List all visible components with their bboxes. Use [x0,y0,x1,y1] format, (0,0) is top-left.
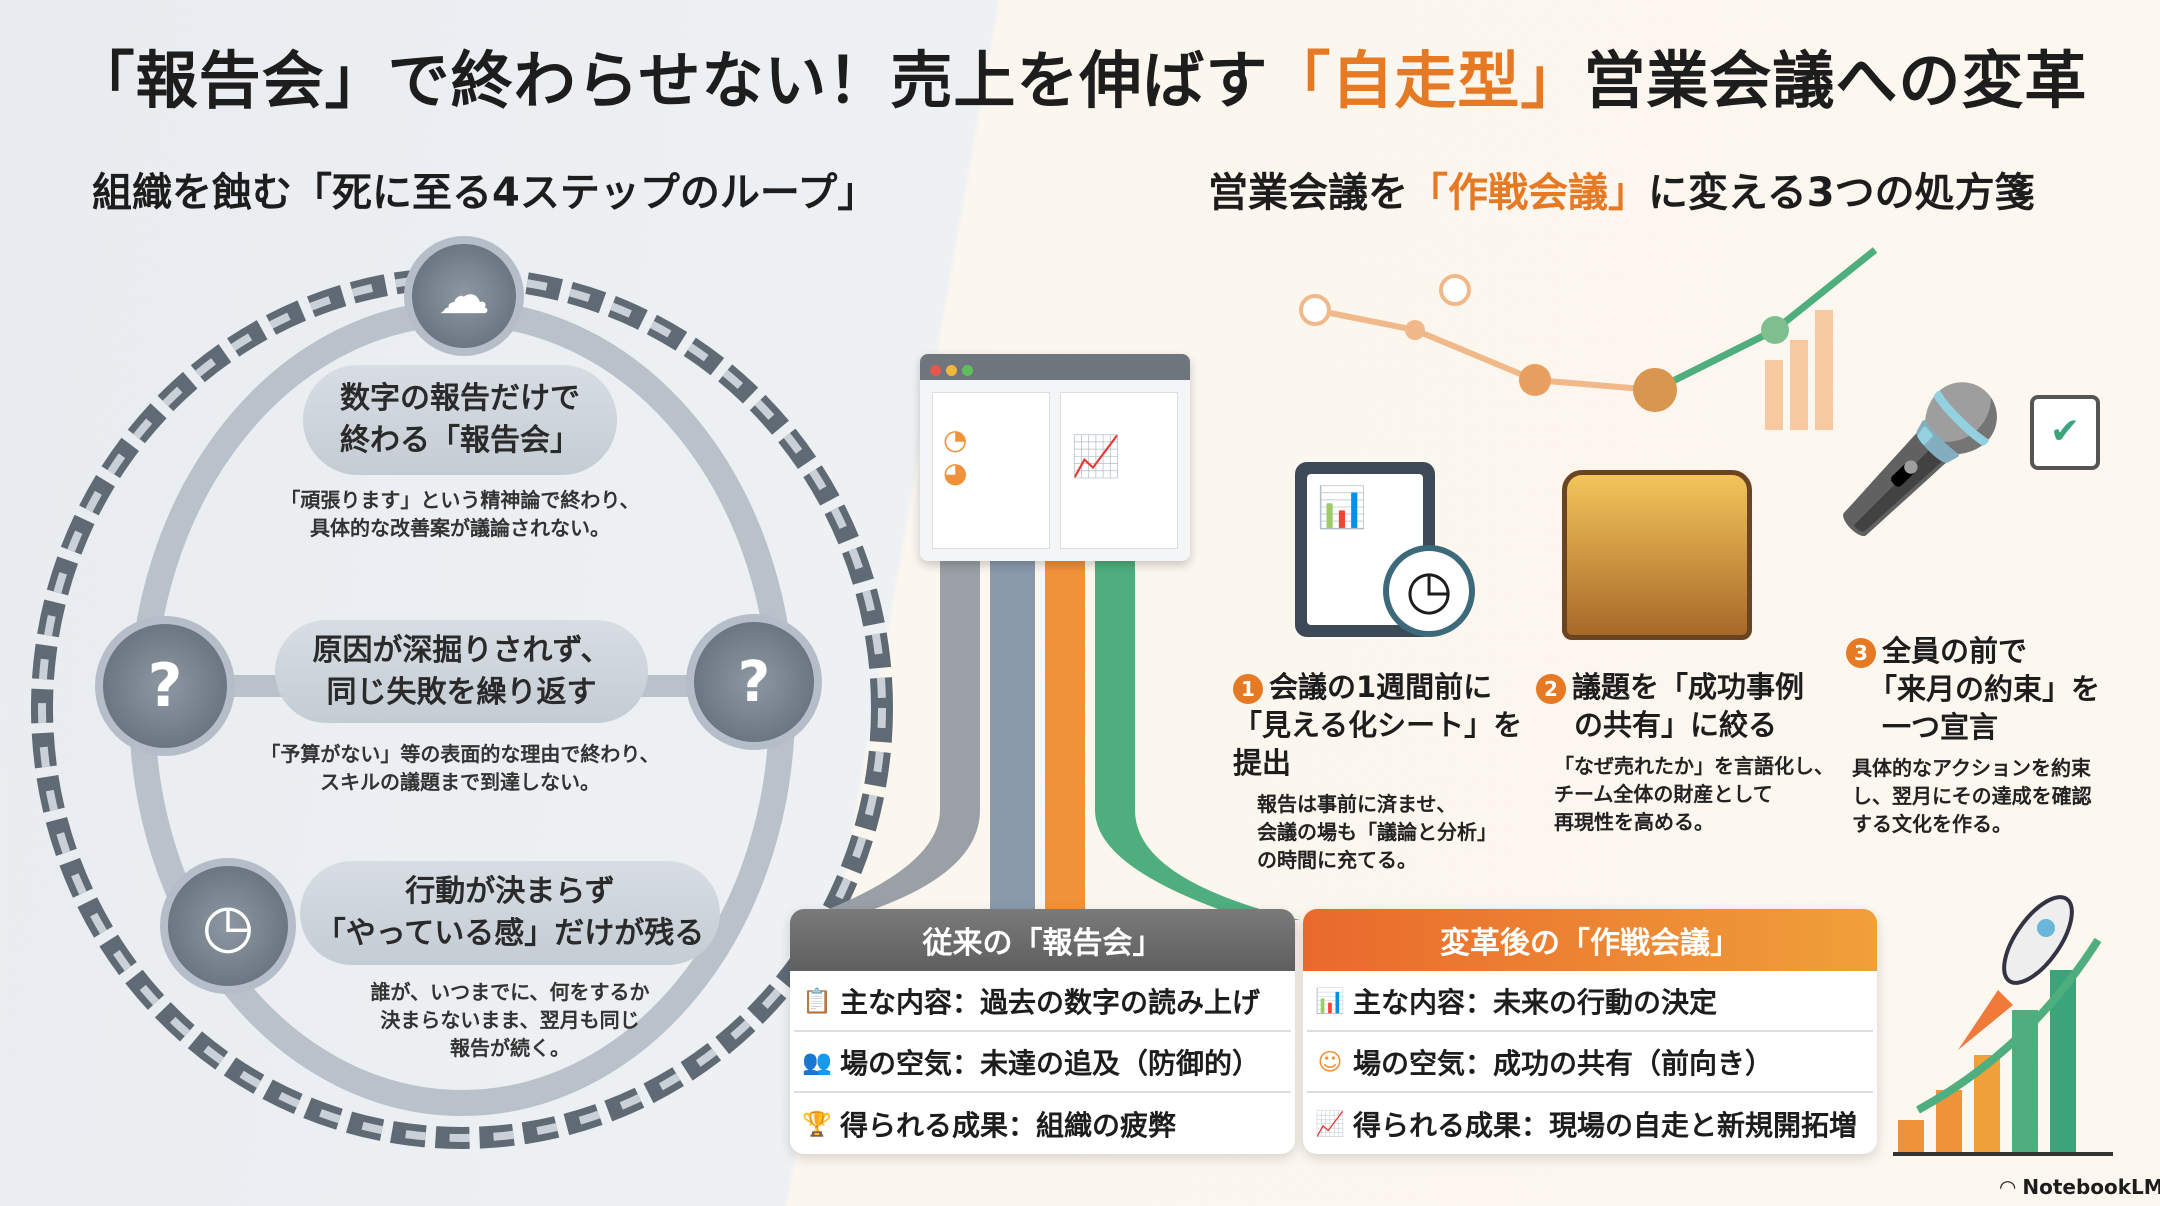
card-header: 変革後の「作戦会議」 [1303,909,1877,971]
desc-line: 決まらないまま、翌月も同じ [380,1008,640,1032]
step-number-badge: 2 [1536,674,1566,704]
main-title: 「報告会」で終わらせない！売上を伸ばす「自走型」営業会議への変革 [0,30,2160,120]
desc-line: の時間に充てる。 [1257,848,1417,872]
desc-line: 再現性を高める。 [1554,810,1714,834]
compare-row: 🏆 得られる成果：組織の疲弊 [794,1093,1291,1154]
desc-line: 誰が、いつまでに、何をするか [370,980,650,1004]
growth-chart-icon: 📊 [1315,986,1345,1015]
step-title: 同じ失敗を繰り返す [326,674,597,710]
treasure-chest-icon [1562,470,1752,640]
brand-text: NotebookLM [2022,1175,2160,1199]
desc-line: 「頑張ります」という精神論で終わり、 [280,488,640,512]
step-title: 「来月の約束」を [1868,672,2101,706]
row-text: 場の空気：未達の追及（防御的） [840,1046,1261,1080]
cloud-icon: ☁ [404,236,524,356]
dashboard-window-icon: ◔◕📈 [920,354,1190,561]
clock-icon: ◷ [1383,545,1475,637]
step-title: 原因が深掘りされず、 [312,632,611,668]
clock-icon: ◷ [160,858,296,994]
row-text: 主な内容：未来の行動の決定 [1353,985,1718,1019]
title-text: 「報告会」で終わらせない！売上を伸ばす [72,44,1269,117]
people-icon: 👥 [802,1047,832,1076]
step-number-badge: 3 [1846,638,1876,668]
trophy-icon: 🏆 [802,1109,832,1138]
subtitle-accent: 「作戦会議」 [1408,170,1648,216]
card-header: 従来の「報告会」 [790,909,1295,971]
step-title: 「やっている感」だけが残る [315,916,705,951]
desc-line: 具体的な改善案が議論されない。 [310,516,610,540]
desc-line: する文化を作る。 [1852,812,2012,836]
desc-line: 「なぜ売れたか」を言語化し、 [1554,754,1834,778]
step-title: 数字の報告だけで [340,381,580,416]
step-title: 議題を「成功事例 [1572,670,1805,704]
growth-network-graphic [1299,247,1878,430]
compare-row: 📊 主な内容：未来の行動の決定 [1307,971,1873,1032]
desc-line: チーム全体の財産として [1554,782,1773,806]
step-title: 一つ宣言 [1882,710,1999,744]
old-meeting-card: 従来の「報告会」 📋 主な内容：過去の数字の読み上げ 👥 場の空気：未達の追及（防御… [790,909,1295,1154]
loop-step-2-desc: 「予算がない」等の表面的な理由で終わり、スキルの議題まで到達しない。 [230,740,690,796]
compare-row: ☺ 場の空気：成功の共有（前向き） [1307,1032,1873,1093]
desc-line: スキルの議題まで到達しない。 [320,770,600,794]
step-title: 終わる「報告会」 [340,423,580,458]
row-text: 得られる成果：現場の自走と新規開拓増 [1353,1108,1858,1142]
step-title: 会議の1週間前に [1269,670,1493,704]
new-meeting-card: 変革後の「作戦会議」 📊 主な内容：未来の行動の決定 ☺ 場の空気：成功の共有（前向… [1303,909,1877,1154]
clipboard-icon: 📋 [802,986,832,1015]
compare-row: 📈 得られる成果：現場の自走と新規開拓増 [1307,1093,1873,1154]
compare-row: 👥 場の空気：未達の追及（防御的） [794,1032,1291,1093]
loop-step-1: 数字の報告だけで終わる「報告会」 [303,365,617,475]
desc-line: 報告は事前に済ませ、 [1257,792,1457,816]
loop-step-1-desc: 「頑張ります」という精神論で終わり、具体的な改善案が議論されない。 [250,486,670,542]
row-text: 得られる成果：組織の疲弊 [840,1108,1177,1142]
title-accent: 「自走型」 [1268,44,1584,117]
step-title: 行動が決まらず [405,874,615,909]
desc-line: 具体的なアクションを約束 [1852,756,2091,780]
thought-question-icon: ? [686,614,822,750]
loop-step-3: 行動が決まらず「やっている感」だけが残る [300,861,720,965]
transformation-streams [800,560,1300,920]
desc-line: し、翌月にその達成を確認 [1852,784,2092,808]
row-text: 主な内容：過去の数字の読み上げ [840,985,1261,1019]
step-title: 「見える化シート」を提出 [1233,708,1523,780]
line-chart-icon: 📈 [1060,392,1178,549]
desc-line: 「予算がない」等の表面的な理由で終わり、 [260,742,660,766]
title-text-end: 営業会議への変革 [1583,44,2088,117]
compare-row: 📋 主な内容：過去の数字の読み上げ [794,971,1291,1032]
calendar-check-icon: ✔ [2030,395,2100,470]
step-title: 全員の前で [1882,634,2028,668]
left-subtitle: 組織を蝕む「死に至る4ステップのループ」 [92,170,878,216]
loop-step-2: 原因が深掘りされず、同じ失敗を繰り返す [275,620,648,723]
gear-question-icon: ? [95,616,235,756]
smiley-icon: ☺ [1317,1047,1343,1076]
rocket-growth-chart-icon [1893,895,2113,1156]
step-title: の共有」に絞る [1574,708,1778,742]
subtitle-text-end: に変える3つの処方箋 [1648,170,2035,216]
notebooklm-watermark: ◠ NotebookLM [2000,1175,2160,1199]
loop-step-3-desc: 誰が、いつまでに、何をするか決まらないまま、翌月も同じ報告が続く。 [310,978,710,1062]
pie-chart-icon: ◔◕ [932,392,1050,549]
right-subtitle: 営業会議を「作戦会議」に変える3つの処方箋 [1208,160,2035,218]
growth-chart-icon: 📈 [1315,1109,1345,1138]
subtitle-text: 営業会議を [1208,170,1408,216]
speaker-podium-icon: 🎤 [1832,378,2008,541]
desc-line: 報告が続く。 [450,1036,570,1060]
desc-line: 会議の場も「議論と分析」 [1257,820,1497,844]
step-number-badge: 1 [1233,674,1263,704]
row-text: 場の空気：成功の共有（前向き） [1353,1046,1774,1080]
